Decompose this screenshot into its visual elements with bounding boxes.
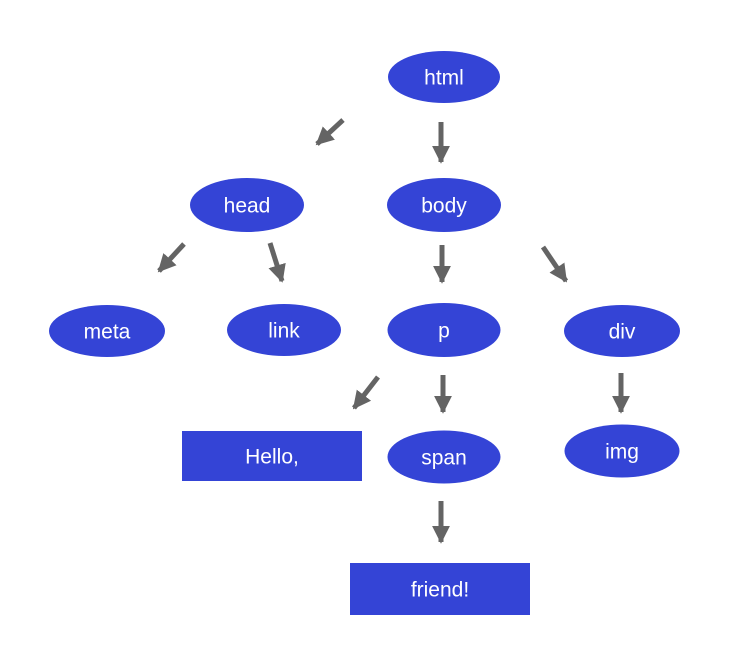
edge-head-link [267, 242, 286, 283]
node-meta: meta [49, 305, 165, 357]
edge-head-meta [157, 242, 186, 273]
node-friend: friend! [350, 563, 530, 615]
node-shape-ellipse-head [190, 178, 304, 232]
node-shape-ellipse-body [387, 178, 501, 232]
node-link: link [227, 304, 341, 356]
node-span: span [387, 430, 501, 484]
node-label-link: link [268, 320, 300, 343]
node-label-p: p [438, 320, 450, 343]
node-label-span: span [421, 447, 467, 470]
node-shape-ellipse-html [388, 51, 500, 103]
node-shape-ellipse-link [227, 304, 341, 356]
node-shape-ellipse-meta [49, 305, 165, 357]
node-div: div [564, 305, 680, 357]
edge-body-div [540, 245, 569, 283]
node-label-img: img [605, 441, 639, 464]
node-body: body [387, 178, 501, 232]
node-label-friend: friend! [411, 579, 469, 602]
node-shape-rect-hello [182, 431, 362, 481]
node-hello: Hello, [182, 431, 362, 481]
node-p: p [387, 303, 501, 357]
node-html: html [388, 51, 500, 103]
node-shape-ellipse-p [387, 303, 501, 357]
node-label-html: html [424, 67, 464, 90]
node-shape-ellipse-img [564, 424, 680, 478]
node-label-body: body [421, 195, 467, 218]
node-shape-rect-friend [350, 563, 530, 615]
node-label-meta: meta [84, 321, 131, 344]
node-label-head: head [224, 195, 271, 218]
edge-p-hello [352, 375, 380, 410]
node-shape-ellipse-div [564, 305, 680, 357]
node-shape-ellipse-span [387, 430, 501, 484]
node-img: img [564, 424, 680, 478]
node-label-hello: Hello, [245, 446, 299, 469]
edge-html-head [315, 118, 345, 146]
node-label-div: div [609, 321, 636, 344]
node-head: head [190, 178, 304, 232]
